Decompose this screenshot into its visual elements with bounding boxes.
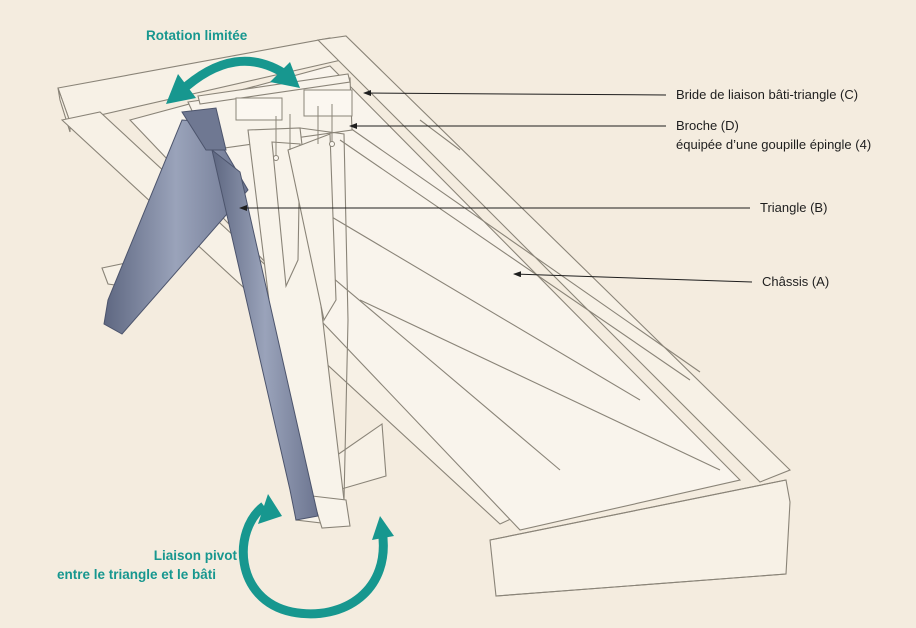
leader-chassis: [513, 271, 753, 283]
circular-arrow-icon: [238, 494, 394, 619]
broche-detail-label: équipée d’une goupille épingle (4): [676, 137, 872, 152]
bride-label: Bride de liaison bâti-triangle (C): [676, 87, 859, 102]
curved-double-arrow-icon: [166, 56, 300, 104]
pivot-label: Liaison pivot: [153, 548, 237, 563]
leader-bride: [363, 90, 667, 97]
bride-and-pins: [235, 89, 353, 161]
pivot-detail-label: entre le triangle et le bâti: [57, 567, 217, 582]
broche-label: Broche (D): [676, 118, 739, 133]
rotation-label: Rotation limitée: [146, 28, 248, 43]
triangle-label: Triangle (B): [760, 200, 828, 215]
leader-lines: [239, 90, 753, 283]
chassis-label: Châssis (A): [762, 274, 830, 289]
triangle-beam: [103, 107, 319, 521]
